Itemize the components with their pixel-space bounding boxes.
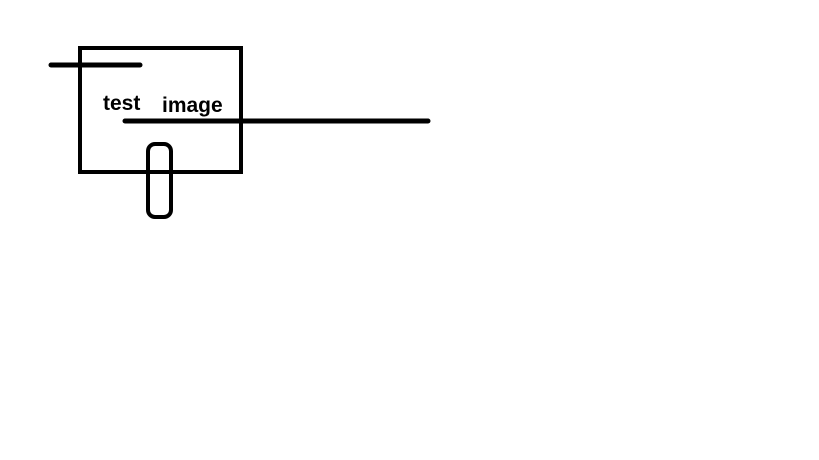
capsule-shape bbox=[146, 142, 173, 219]
box-rectangle bbox=[78, 46, 243, 174]
label-test: test bbox=[103, 92, 141, 115]
label-image: image bbox=[162, 94, 223, 117]
